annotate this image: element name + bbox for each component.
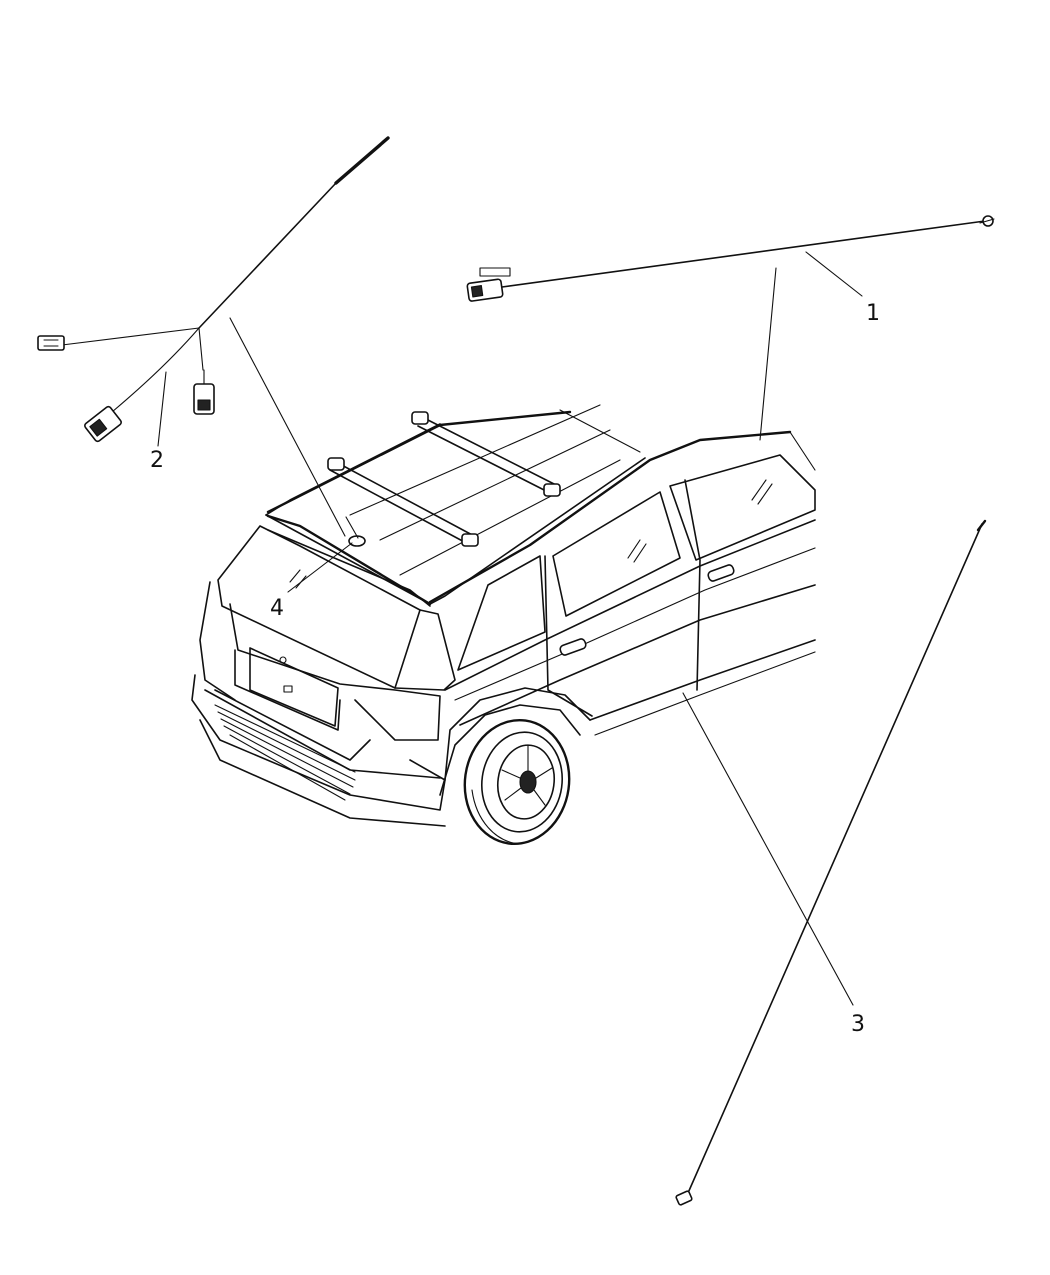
rear-wheel <box>463 718 571 846</box>
harness-connector-left <box>37 335 65 351</box>
part-1-antenna-cable: 1 <box>466 215 995 441</box>
license-plate-area <box>249 647 339 727</box>
callout-label-2: 2 <box>150 448 164 473</box>
long-cable-terminal-bottom <box>675 1190 693 1206</box>
callout-label-1: 1 <box>866 301 880 326</box>
part-2-wiring-harness: 2 <box>37 136 390 537</box>
callout-label-3: 3 <box>851 1012 865 1037</box>
rear-step-pad <box>214 704 356 801</box>
rear-window <box>217 525 421 689</box>
roof-rack <box>327 404 621 576</box>
vehicle-outline <box>191 404 816 846</box>
harness-connector-lower-left <box>84 405 122 443</box>
part-3-long-cable: 3 <box>675 519 987 1206</box>
callout-4: 4 <box>270 542 353 621</box>
callout-label-4: 4 <box>270 596 284 621</box>
harness-connector-lower-middle <box>193 369 215 415</box>
cable-connector-left <box>466 278 504 302</box>
cable-terminal-right <box>979 215 995 227</box>
roof-antenna-base <box>345 516 366 547</box>
